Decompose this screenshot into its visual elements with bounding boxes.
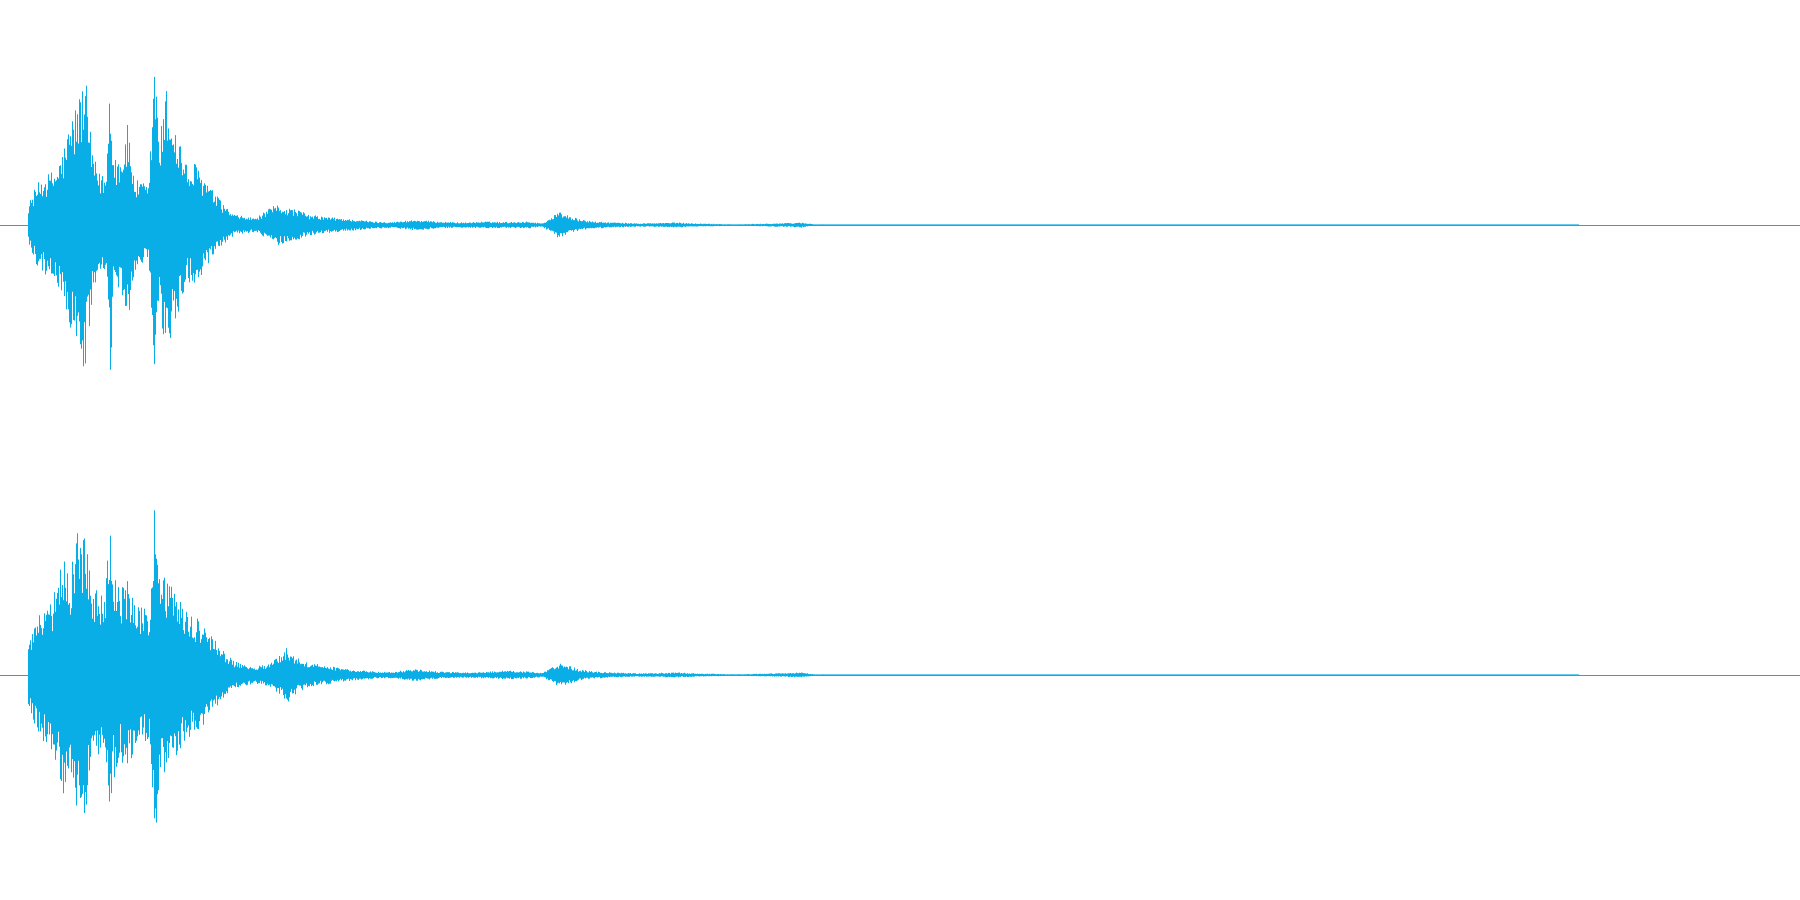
channel-2-signal <box>28 510 1579 823</box>
channel-2-waveform[interactable] <box>0 510 1800 823</box>
channel-1-waveform[interactable] <box>0 76 1800 370</box>
channel-1-signal <box>28 76 1579 370</box>
